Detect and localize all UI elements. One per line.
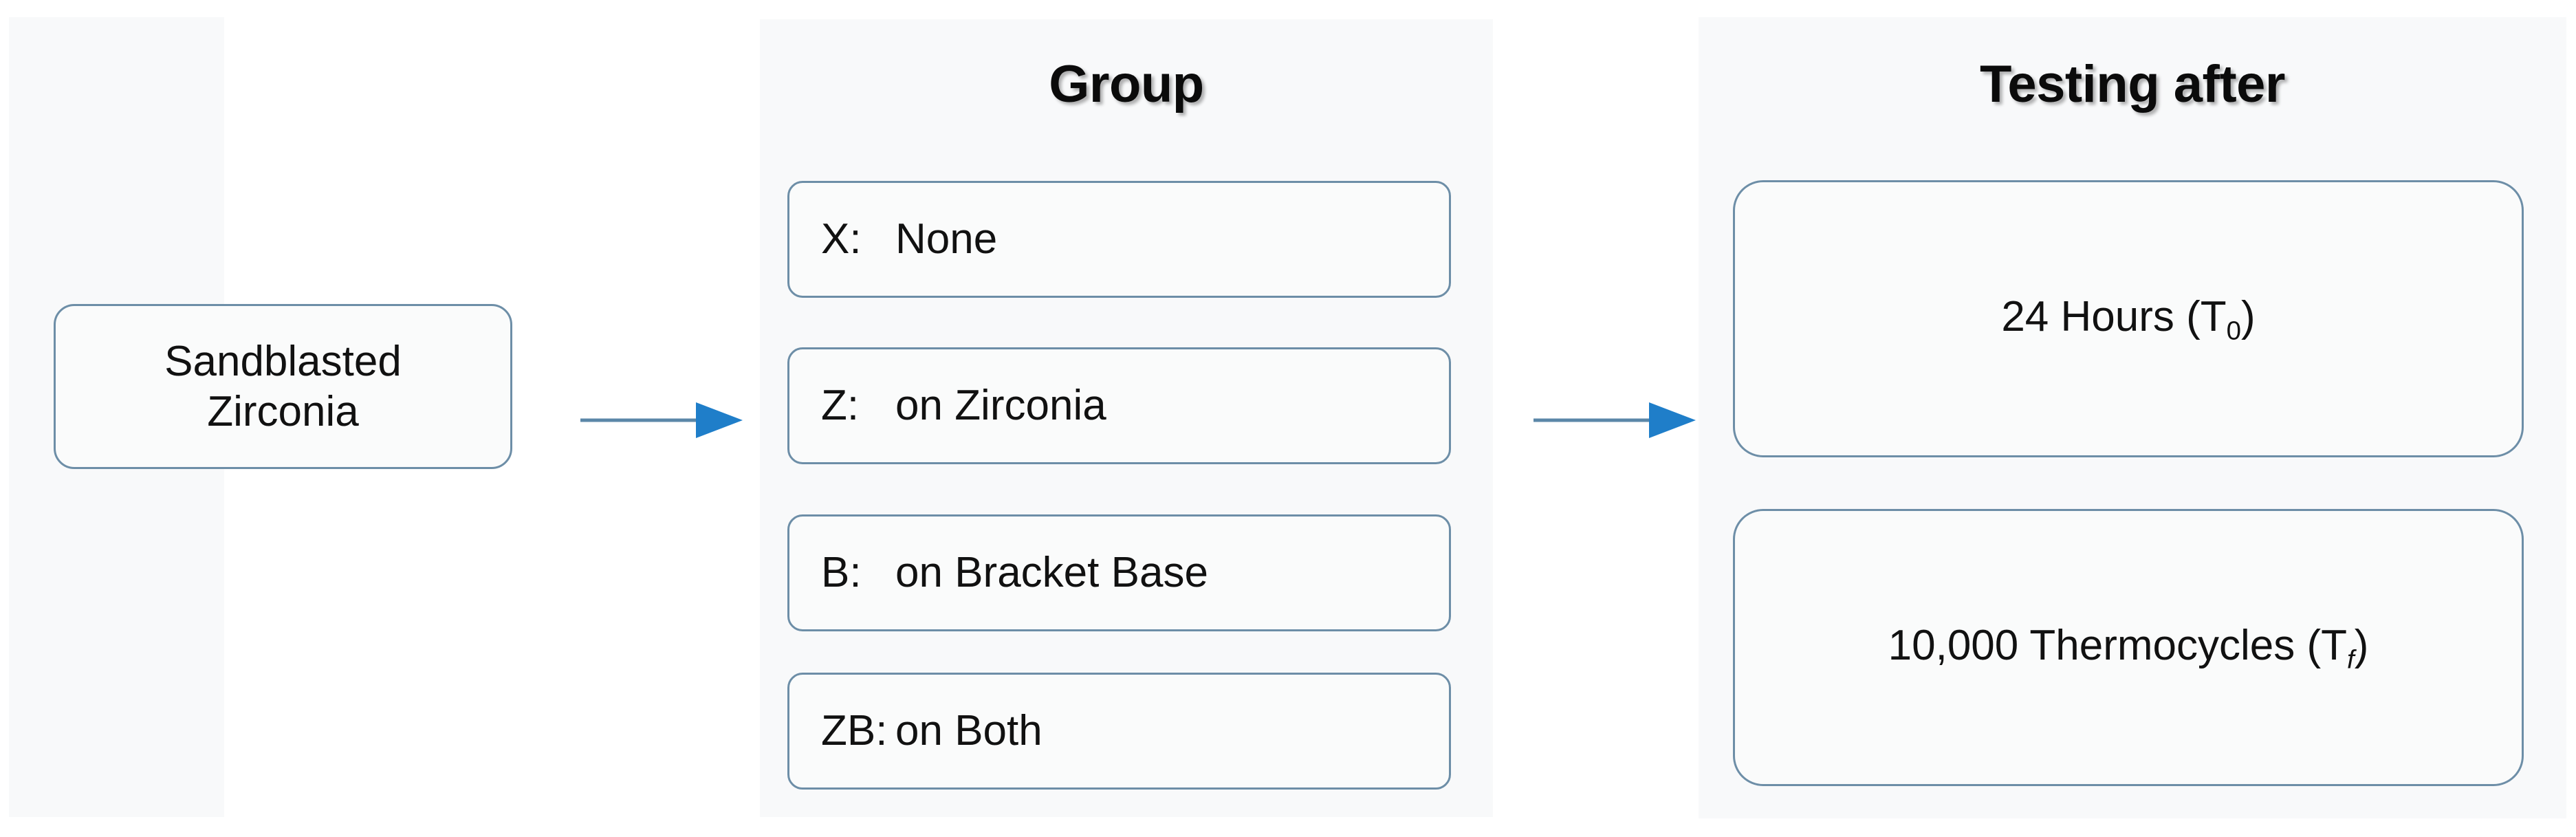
group-x-code: X: [821,215,862,263]
node-testing-24-hours: 24 Hours (T0) [1733,180,2524,457]
source-line-2: Zirconia [207,388,359,435]
testing-t0-prefix: 24 Hours (T [2001,292,2227,340]
source-line-1: Sandblasted [164,337,402,385]
node-group-z: Z: on Zirconia [787,347,1451,464]
testing-tf-suffix: ) [2354,621,2369,669]
arrow-source-to-group-icon [579,389,744,451]
node-testing-thermocycles-label: 10,000 Thermocycles (Tf) [1875,620,2383,675]
testing-tf-subscript: f [2347,644,2355,674]
group-zb-code: ZB: [821,707,888,755]
testing-tf-prefix: 10,000 Thermocycles (T [1888,621,2347,669]
testing-t0-suffix: ) [2241,292,2256,340]
node-sandblasted-zirconia: Sandblasted Zirconia [54,304,512,469]
node-testing-24-hours-label: 24 Hours (T0) [1987,292,2269,347]
group-z-code: Z: [821,382,860,430]
node-group-zb: ZB: on Both [787,673,1451,790]
node-group-x: X: None [787,181,1451,298]
group-column-heading: Group [1049,55,1204,113]
group-b-description: on Bracket Base [895,549,1208,597]
node-testing-thermocycles: 10,000 Thermocycles (Tf) [1733,509,2524,786]
node-group-b: B: on Bracket Base [787,514,1451,631]
group-x-description: None [895,215,998,263]
group-zb-description: on Both [895,707,1043,755]
group-z-description: on Zirconia [895,382,1106,430]
arrow-group-to-testing-icon [1532,389,1697,451]
node-sandblasted-zirconia-label: Sandblasted Zirconia [157,336,408,437]
testing-column-heading: Testing after [1980,55,2285,113]
group-b-code: B: [821,549,862,597]
testing-t0-subscript: 0 [2226,315,2242,345]
